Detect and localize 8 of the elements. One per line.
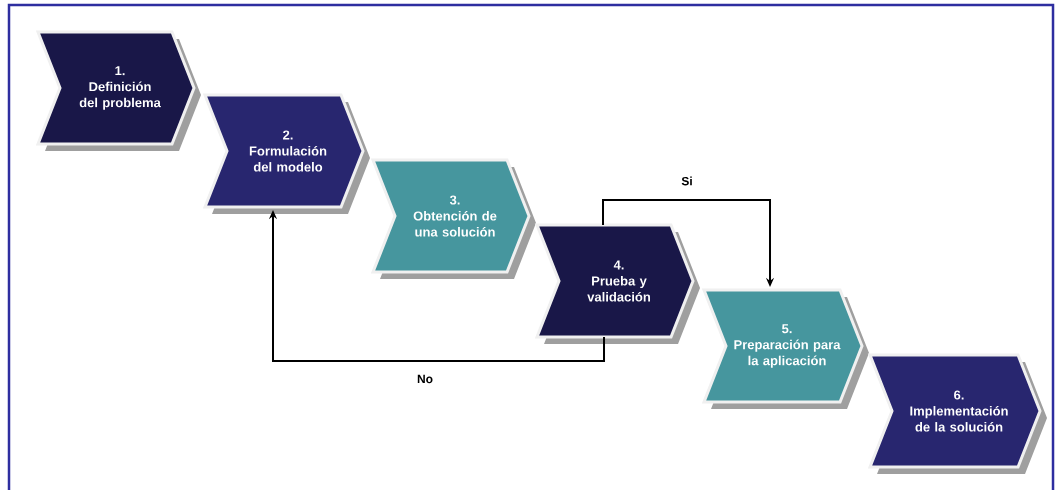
chevron-step: 4. Prueba y validación (534, 223, 700, 344)
chevron-step: 1. Definición del problema (35, 30, 201, 151)
chevron-step: 3. Obtención de una solución (370, 158, 536, 279)
chevron-step: 5. Preparación para la aplicación (701, 288, 869, 409)
edge-label: No (416, 373, 434, 385)
chevron-step: 2. Formulación del modelo (202, 93, 370, 214)
chevron-step: 6. Implementación de la solución (867, 353, 1047, 474)
edge-label: Si (680, 175, 694, 187)
